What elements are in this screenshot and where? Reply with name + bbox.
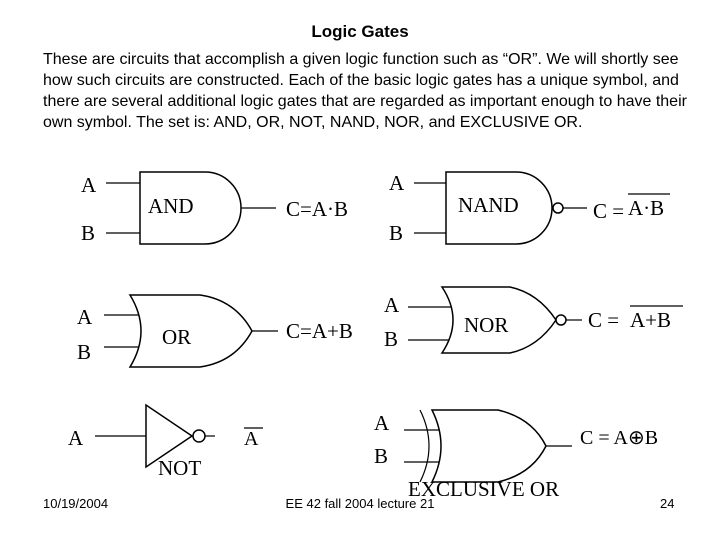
- nor-output-expr: A+B: [630, 308, 671, 332]
- not-output: A: [244, 428, 259, 450]
- nor-label: NOR: [464, 313, 508, 337]
- xor-gate: A B EXCLUSIVE OR C = A⊕B: [374, 409, 658, 501]
- footer-page-number: 24: [660, 496, 675, 511]
- intro-paragraph: These are circuits that accomplish a giv…: [43, 51, 687, 131]
- xor-output: C = A⊕B: [580, 427, 658, 449]
- and-input-a: A: [81, 173, 97, 197]
- or-output: C=A+B: [286, 319, 353, 343]
- or-gate: A B OR C=A+B: [77, 294, 353, 368]
- footer-course: EE 42 fall 2004 lecture 21: [285, 496, 435, 511]
- nand-gate: A B NAND C = A·B: [389, 171, 670, 245]
- nor-gate: A B NOR C = A+B: [384, 286, 683, 354]
- footer-date: 10/19/2004: [43, 496, 109, 511]
- nor-input-b: B: [384, 327, 398, 351]
- nor-output-prefix: C =: [588, 308, 619, 332]
- page-title: Logic Gates: [311, 22, 409, 41]
- and-input-b: B: [81, 221, 95, 245]
- nand-input-a: A: [389, 171, 405, 195]
- not-gate: A NOT A: [68, 403, 263, 480]
- nand-label: NAND: [458, 193, 519, 217]
- not-input-a: A: [68, 426, 84, 450]
- xor-label: EXCLUSIVE OR: [408, 477, 559, 501]
- and-gate: A B AND C=A·B: [81, 171, 348, 245]
- xor-input-b: B: [374, 444, 388, 468]
- xor-input-a: A: [374, 411, 390, 435]
- nor-input-a: A: [384, 293, 400, 317]
- or-label: OR: [162, 325, 191, 349]
- nand-output-prefix: C =: [593, 199, 624, 223]
- not-label: NOT: [158, 456, 201, 480]
- and-output: C=A·B: [286, 197, 348, 221]
- nand-input-b: B: [389, 221, 403, 245]
- or-input-b: B: [77, 340, 91, 364]
- and-label: AND: [148, 194, 194, 218]
- nand-output-expr: A·B: [628, 196, 664, 220]
- or-input-a: A: [77, 305, 93, 329]
